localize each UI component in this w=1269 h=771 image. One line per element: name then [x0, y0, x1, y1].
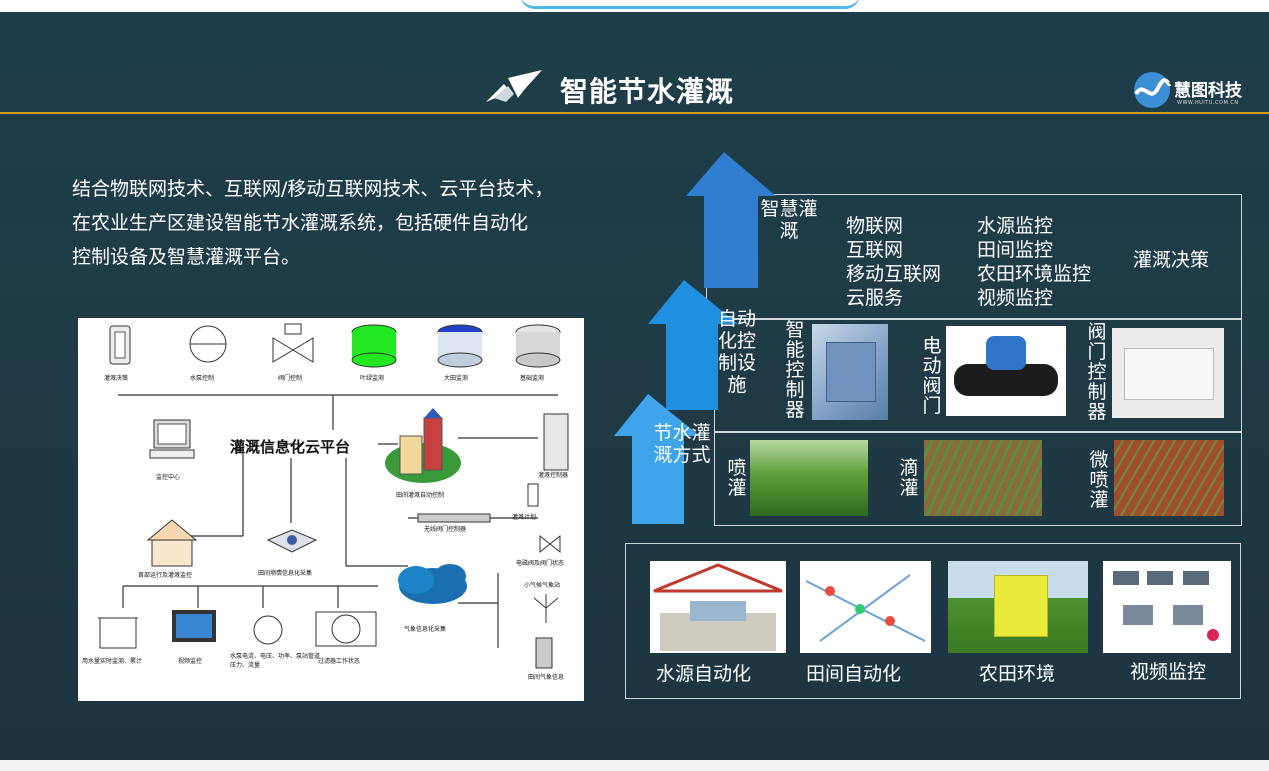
- brand-url: WWW.HUITU.COM.CN: [1177, 100, 1239, 106]
- label-farm-env: 农田环境: [979, 663, 1056, 685]
- micro-spray-photo: [1114, 440, 1224, 516]
- label-electric-valve: 电动阀门: [922, 335, 942, 417]
- intro-line: 控制设备及智慧灌溉平台。: [72, 246, 301, 268]
- monitor-list: 水源监控 田间监控 农田环境监控 视频监控: [977, 214, 1091, 310]
- brand-wave-icon: [1134, 72, 1172, 108]
- level-low-box: [714, 432, 1242, 526]
- slide: 智能节水灌溉 慧图科技 WWW.HUITU.COM.CN 结合物联网技术、互联网…: [0, 12, 1269, 760]
- label-filter: 过滤器工作状态: [318, 658, 361, 665]
- label-valve-control: 阀门控制: [278, 375, 303, 382]
- label-micro-spray: 微喷灌: [1089, 449, 1109, 511]
- smart-controller-photo: [812, 324, 888, 420]
- tech-list: 物联网 互联网 移动互联网 云服务: [846, 214, 941, 310]
- video-diagram: [1113, 571, 1219, 641]
- monitor-item: 视频监控: [977, 287, 1054, 309]
- label-valve-status: 电磁阀及阀门状态: [516, 560, 565, 567]
- field-photo: [800, 561, 931, 653]
- label-sprinkler: 喷灌: [727, 457, 747, 499]
- tech-item: 移动互联网: [846, 263, 942, 285]
- system-diagram: 灌溉决策 水泵控制 阀门控制 叶绿监测 大田监测 基础监测 灌溉信息化云平台 监…: [78, 318, 584, 701]
- label-water-saving: 节水灌溉方式: [653, 422, 711, 466]
- intro-line: 在农业生产区建设智能节水灌溉系统，包括硬件自动化: [72, 212, 529, 234]
- label-pump-control: 水泵控制: [190, 375, 215, 382]
- label-irrigation-decision: 灌溉决策: [104, 375, 129, 382]
- label-automation: 自动化控制设施: [717, 308, 756, 396]
- label-small-weather: 小气候气象站: [524, 582, 561, 589]
- environment-photo: [948, 561, 1088, 653]
- monitor-item: 水源监控: [977, 215, 1054, 237]
- top-strip: [0, 0, 1269, 12]
- sprinkler-photo: [750, 440, 868, 516]
- label-ground-weather: 田间气象信息: [528, 674, 565, 681]
- label-valve-controller: 阀门控制器: [1087, 321, 1107, 423]
- label-smart-irrigation: 智慧灌溉: [760, 198, 818, 242]
- valve-controller-photo: [1112, 328, 1224, 418]
- label-water-usage: 用水量实时监测、累计: [82, 658, 143, 665]
- label-smart-controller: 智能控制器: [785, 319, 805, 421]
- label-video: 视频监控: [178, 658, 203, 665]
- label-field-control: 田间灌溉自动控制: [396, 492, 445, 499]
- decision-label: 灌溉决策: [1133, 249, 1210, 271]
- label-pump-status: 水泵电流、电压、功率、泵站管道压力、流量: [230, 653, 321, 669]
- intro-text: 结合物联网技术、互联网/移动互联网技术、云平台技术， 在农业生产区建设智能节水灌…: [72, 172, 632, 274]
- intro-line: 结合物联网技术、互联网/移动互联网技术、云平台技术，: [72, 178, 554, 200]
- label-field-auto: 田间自动化: [806, 663, 902, 685]
- label-water-source-auto: 水源自动化: [656, 663, 752, 685]
- label-plan: 灌溉计划: [512, 514, 537, 521]
- label-wireless-valve: 无线阀门控制器: [424, 526, 467, 533]
- water-source-diagram: [653, 563, 783, 651]
- diagram-lines: [98, 323, 569, 669]
- tech-item: 云服务: [846, 287, 904, 309]
- automation-panel: [625, 543, 1241, 699]
- top-icons: [109, 323, 561, 368]
- label-soil-sensor: 田间墒情信息化采集: [258, 570, 313, 577]
- label-field-monitor: 大田监测: [444, 375, 469, 382]
- pyramid-arrows: [614, 152, 776, 524]
- monitor-item: 农田环境监控: [977, 263, 1092, 285]
- brand-logo: [1132, 68, 1258, 114]
- label-drip: 滴灌: [899, 457, 919, 499]
- brand-name: 慧图科技: [1174, 81, 1242, 101]
- electric-valve-photo: [946, 326, 1066, 416]
- label-base-monitor: 基础监测: [520, 375, 545, 382]
- page-title: 智能节水灌溉: [560, 75, 735, 108]
- title-logo-icon: [486, 70, 542, 102]
- top-arc-decoration: [520, 0, 860, 9]
- water-source-photo: [650, 561, 786, 653]
- header-divider: [0, 112, 1269, 114]
- label-weather: 气象信息化采集: [404, 626, 447, 633]
- cloud-platform-label: 灌溉信息化云平台: [230, 438, 351, 456]
- label-green-monitor: 叶绿监测: [360, 375, 385, 382]
- label-video-monitor: 视频监控: [1130, 661, 1207, 683]
- label-head-monitor: 首部运行及灌溉监控: [138, 572, 193, 579]
- drip-photo: [924, 440, 1042, 516]
- field-diagram: [805, 574, 926, 642]
- video-photo: [1103, 561, 1231, 653]
- label-control-center: 监控中心: [156, 474, 181, 481]
- tech-item: 物联网: [846, 215, 904, 237]
- monitor-item: 田间监控: [977, 239, 1054, 261]
- label-station: 灌溉控制器: [538, 472, 569, 479]
- tech-item: 互联网: [846, 239, 904, 261]
